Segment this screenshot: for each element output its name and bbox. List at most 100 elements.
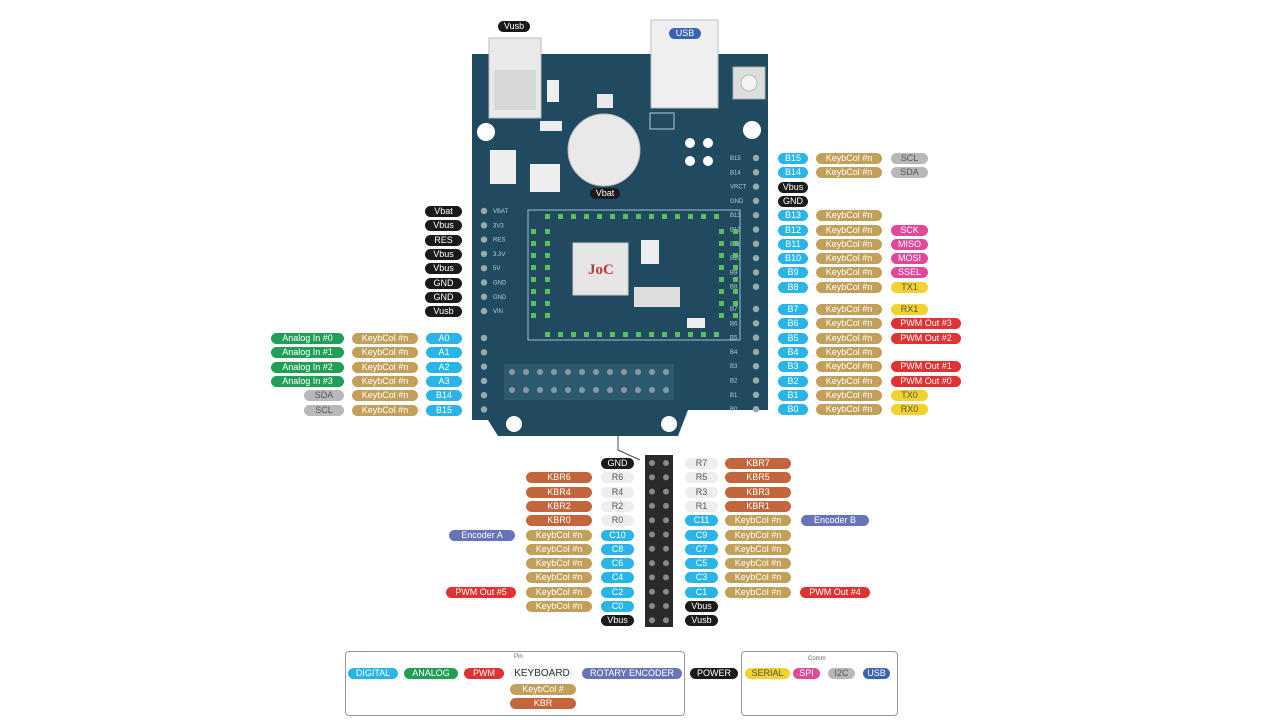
module-pad [545, 229, 550, 234]
header-pin [579, 387, 585, 393]
power-pin-label: GND [425, 277, 462, 289]
header-pin [752, 283, 760, 290]
board-silkscreen: B14 [730, 170, 741, 176]
module-pad [636, 214, 641, 219]
keyboard-col-label: KeybCol #n [352, 333, 418, 344]
module-pad [545, 253, 550, 258]
keyboard-col-label: KeybCol #n [352, 361, 418, 373]
header-pin-label: C8 [601, 543, 634, 555]
header-pin [649, 488, 655, 495]
pin-number-label: A3 [426, 375, 462, 387]
header-pin [480, 222, 488, 229]
header-pin-label: R0 [601, 515, 634, 527]
header-col-label: KBR6 [526, 472, 592, 484]
pin-number-label: B7 [778, 304, 808, 315]
board-silkscreen: RES [493, 238, 505, 244]
header-pin [480, 293, 488, 300]
module-pad [714, 332, 719, 337]
header-pin [649, 574, 655, 581]
header-pin [663, 574, 669, 581]
header-pin [523, 369, 529, 375]
board-silkscreen: 3.3V [493, 252, 505, 258]
header-pin-label: R3 [685, 486, 718, 498]
module-pad [719, 265, 724, 270]
power-pin-label: Vbat [425, 206, 462, 217]
pin-function-label: Analog In #2 [271, 361, 344, 373]
header-pin-label: GND [601, 458, 634, 469]
pin-number-label: A1 [426, 347, 462, 359]
module-pad [531, 313, 536, 318]
keyboard-col-label: KeybCol #n [352, 404, 418, 416]
header-pin [537, 369, 543, 375]
header-pin [579, 369, 585, 375]
header-col-label: KeybCol #n [725, 543, 791, 555]
legend-rotary-encoder: ROTARY ENCODER [582, 668, 682, 679]
legend-comm-box: Comm [741, 651, 898, 716]
expansion-header [645, 455, 673, 627]
header-pin [509, 387, 515, 393]
header-pin [752, 334, 760, 341]
keyboard-col-label: KeybCol #n [816, 167, 882, 179]
module-pad [545, 313, 550, 318]
module-pad [545, 241, 550, 246]
pin-function-label: Analog In #3 [271, 375, 344, 387]
module-pad [636, 332, 641, 337]
module-pad [662, 332, 667, 337]
keyboard-col-label: KeybCol #n [816, 153, 882, 164]
legend-kbr: KBR [510, 698, 576, 709]
pin-function-label: RX0 [891, 404, 928, 416]
module-pad [571, 214, 576, 219]
header-pin [480, 279, 488, 286]
header-pin [752, 212, 760, 219]
pin-number-label: A0 [426, 333, 462, 344]
board-silkscreen: 5V [493, 266, 500, 272]
module-pad [733, 265, 738, 270]
header-col-label: KeybCol #n [526, 586, 592, 598]
keyboard-col-label: KeybCol #n [816, 332, 882, 344]
legend-keyboard: KEYBOARD [510, 668, 574, 679]
coin-cell [567, 113, 641, 187]
pin-number-label: B15 [426, 404, 462, 416]
pin-number-label: B0 [778, 404, 808, 416]
pin-function-label: RX1 [891, 304, 928, 315]
vbat-label: Vbat [590, 188, 620, 199]
header-pin-label: C4 [601, 572, 634, 584]
module-pad [531, 229, 536, 234]
board-silkscreen: GND [493, 281, 507, 287]
header-pin [663, 517, 669, 524]
pin-number-label: B8 [778, 281, 808, 293]
header-pin [509, 369, 515, 375]
module-pad [531, 277, 536, 282]
keyboard-col-label: KeybCol #n [816, 281, 882, 293]
header-pin [752, 197, 760, 205]
pin-number-label: Vbus [778, 181, 808, 193]
header-pin [752, 154, 760, 162]
header-pin [551, 369, 557, 375]
header-pin [649, 588, 655, 595]
module-pad [584, 214, 589, 219]
board-silkscreen: 3V3 [493, 223, 504, 229]
header-pin [621, 387, 627, 393]
pin-number-label: B6 [778, 318, 808, 330]
board-silkscreen: B3 [730, 364, 738, 370]
header-pin [480, 236, 488, 243]
header-pin [480, 363, 488, 370]
header-pin [752, 377, 760, 384]
header-pin [649, 517, 655, 524]
header-pin [537, 387, 543, 393]
header-pin-label: R2 [601, 500, 634, 512]
pin-number-label: B9 [778, 267, 808, 279]
header-col-label: KeybCol #n [725, 558, 791, 570]
pin-number-label: GND [778, 195, 808, 207]
header-col-label: KeybCol #n [725, 572, 791, 584]
legend-serial: SERIAL [745, 668, 790, 679]
header-col-label: KeybCol #n [725, 529, 791, 541]
header-pin [480, 250, 488, 258]
pin-number-label: A2 [426, 361, 462, 373]
header-pin [663, 603, 669, 609]
legend-pin-title: Pin [514, 654, 523, 660]
header-pin [480, 334, 488, 342]
header-pin [752, 269, 760, 276]
